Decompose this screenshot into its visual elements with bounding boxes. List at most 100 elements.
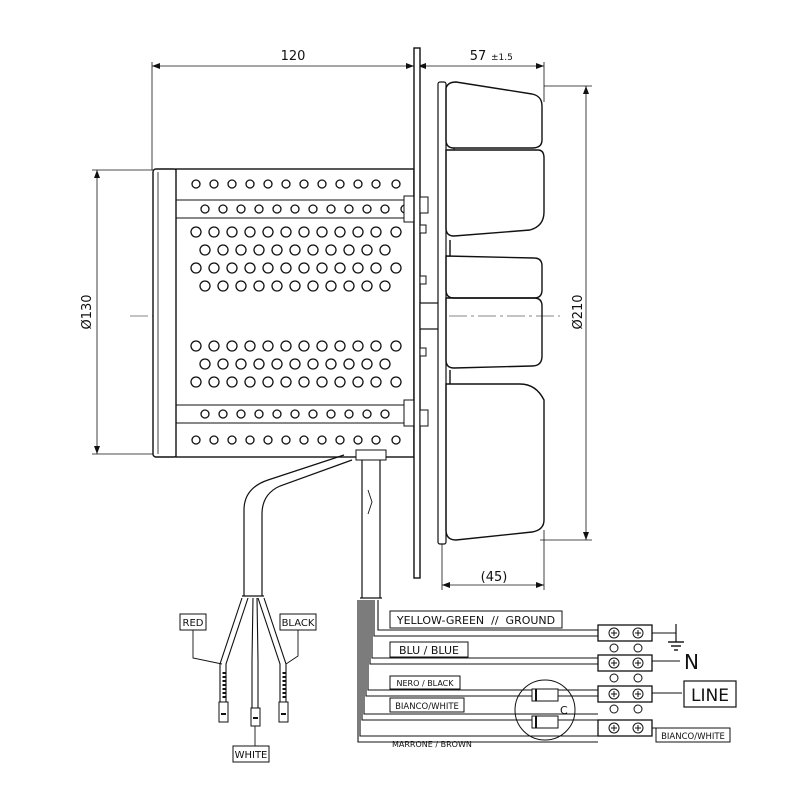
motor-body: [152, 168, 415, 461]
perforation-hole: [272, 409, 282, 419]
perforation-hole: [379, 280, 391, 292]
perforation-hole: [308, 204, 318, 214]
perforation-hole: [218, 204, 228, 214]
perforation-hole: [390, 340, 402, 352]
perforation-hole: [209, 435, 219, 445]
perforation-hole: [316, 376, 328, 388]
perforation-hole: [226, 226, 238, 238]
perforation-hole: [236, 409, 246, 419]
perforation-hole: [262, 340, 274, 352]
perforation-hole: [272, 204, 282, 214]
perforation-hole: [307, 280, 319, 292]
perforation-hole: [380, 204, 390, 214]
perforation-hole: [334, 376, 346, 388]
perforation-hole: [335, 179, 345, 189]
perforation-hole: [280, 376, 292, 388]
perforation-hole: [190, 376, 202, 388]
perforation-hole: [390, 376, 402, 388]
perforation-hole: [343, 244, 355, 256]
perforation-hole: [208, 340, 220, 352]
perforation-hole: [227, 435, 237, 445]
perforation-hole: [235, 358, 247, 370]
perforation-hole: [236, 204, 246, 214]
perforation-hole: [344, 204, 354, 214]
perforation-hole: [379, 244, 391, 256]
perforation-hole: [245, 435, 255, 445]
dim-130-label: Ø130: [80, 294, 95, 329]
terminal-strip: [597, 685, 653, 714]
perforation-hole: [344, 409, 354, 419]
perforation-hole: [352, 226, 364, 238]
line-terminal-label-text: LINE: [691, 686, 729, 706]
perforation-hole: [280, 262, 292, 274]
bianco-right-label: BIANCO/WHITE: [655, 727, 731, 743]
perforation-hole: [199, 358, 211, 370]
perforation-hole: [253, 244, 265, 256]
perforation-hole: [191, 179, 201, 189]
perforation-hole: [289, 244, 301, 256]
line-terminal-label: LINE: [683, 680, 737, 708]
ground-wire-label-text: YELLOW-GREEN // GROUND: [396, 614, 555, 627]
neutral-terminal-label: N: [684, 650, 699, 674]
perforation-hole: [325, 280, 337, 292]
perforation-hole: [371, 179, 381, 189]
perforation-hole: [190, 226, 202, 238]
perforation-hole: [253, 280, 265, 292]
ground-wire-label: YELLOW-GREEN // GROUND: [389, 610, 563, 629]
perforation-hole: [352, 340, 364, 352]
blue-wire-label-text: BLU / BLUE: [399, 644, 459, 657]
perforation-hole: [307, 358, 319, 370]
perforation-hole: [379, 358, 391, 370]
dim-tolerance-label: ±1.5: [491, 53, 513, 63]
perforation-hole: [199, 244, 211, 256]
perforation-hole: [227, 179, 237, 189]
perforation-hole: [217, 244, 229, 256]
perforation-hole: [361, 280, 373, 292]
perforation-hole: [299, 179, 309, 189]
impeller: [437, 81, 545, 545]
perforation-hole: [262, 376, 274, 388]
blue-wire-label: BLU / BLUE: [389, 641, 469, 658]
perforation-hole: [271, 280, 283, 292]
perforation-hole: [391, 435, 401, 445]
perforation-hole: [200, 204, 210, 214]
nero-wire-label-text: NERO / BLACK: [397, 679, 455, 688]
perforation-hole: [208, 226, 220, 238]
perforation-hole: [226, 376, 238, 388]
perforation-hole: [370, 376, 382, 388]
perforation-hole: [254, 409, 264, 419]
wire-tag-red: RED: [179, 613, 223, 665]
perforation-hole: [191, 435, 201, 445]
perforation-hole: [352, 262, 364, 274]
perforation-hole: [262, 226, 274, 238]
perforation-hole: [209, 179, 219, 189]
perforation-hole: [299, 435, 309, 445]
dim-57-label: 57: [470, 49, 487, 64]
perforation-hole: [326, 204, 336, 214]
perforation-hole: [254, 204, 264, 214]
perforation-hole: [317, 435, 327, 445]
bianco-wire-label-text: BIANCO/WHITE: [395, 702, 459, 712]
terminal-strip: [597, 624, 653, 653]
perforation-hole: [200, 409, 210, 419]
perforation-hole: [325, 358, 337, 370]
perforation-hole: [245, 179, 255, 189]
perforation-hole: [308, 409, 318, 419]
perforation-hole: [263, 435, 273, 445]
wire-tag-black-text: BLACK: [282, 618, 315, 629]
perforation-hole: [218, 409, 228, 419]
wire-tag-black: BLACK: [279, 613, 317, 665]
perforation-hole: [353, 435, 363, 445]
wire-tag-red-text: RED: [183, 618, 204, 629]
perforation-hole: [371, 435, 381, 445]
perforation-hole: [362, 204, 372, 214]
perforation-hole: [280, 226, 292, 238]
perforation-hole: [307, 244, 319, 256]
wire-tag-white-text: WHITE: [235, 750, 268, 761]
perforation-hole: [316, 226, 328, 238]
perforation-hole: [334, 262, 346, 274]
wire-tag-white: WHITE: [232, 726, 270, 763]
perforation-hole: [361, 244, 373, 256]
perforation-hole: [298, 262, 310, 274]
